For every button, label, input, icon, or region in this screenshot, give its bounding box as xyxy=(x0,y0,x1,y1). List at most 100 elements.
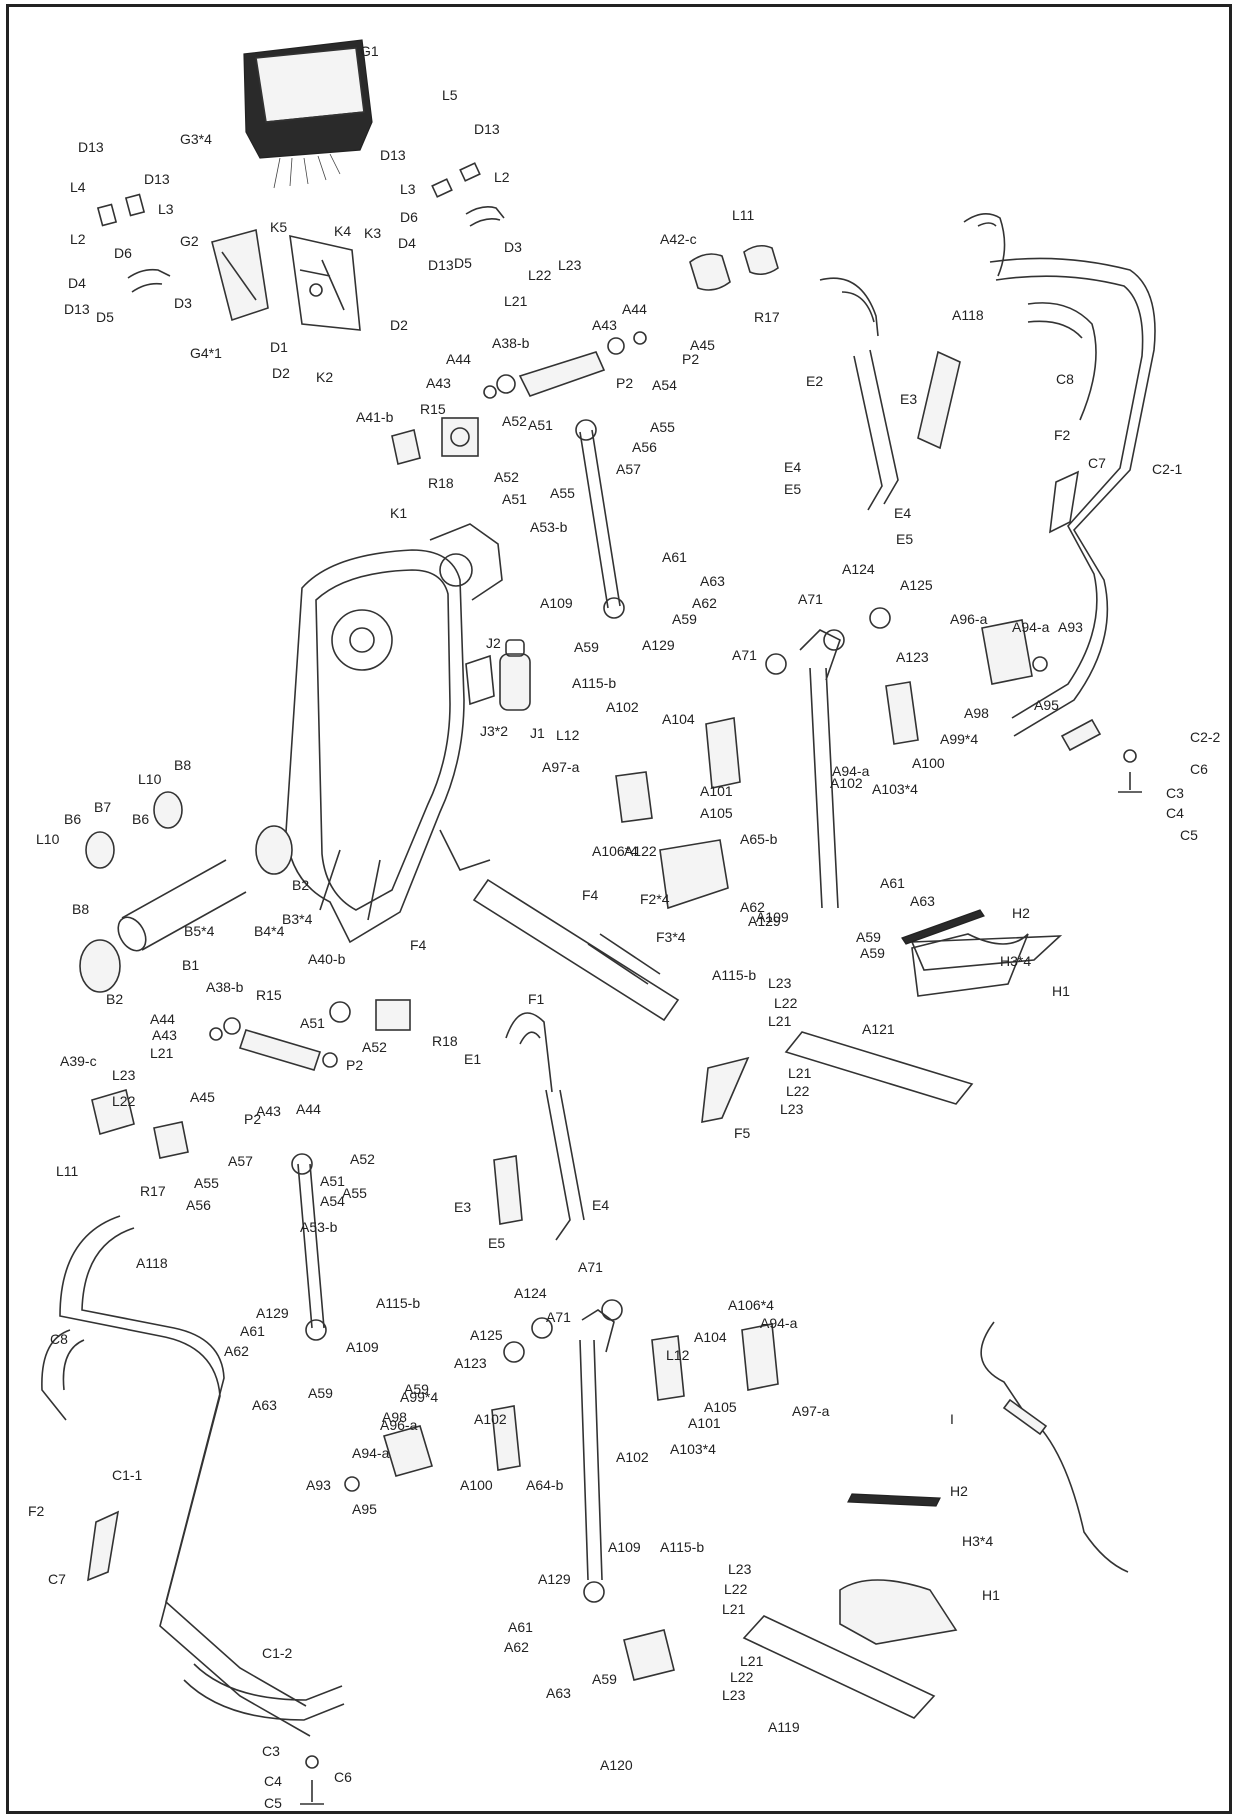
part-label: K4 xyxy=(334,223,352,239)
handle-grips xyxy=(96,162,505,293)
part-label: A40-b xyxy=(308,951,346,967)
part-label: R15 xyxy=(420,401,446,417)
part-label: E2 xyxy=(806,373,824,389)
part-label: A55 xyxy=(342,1185,367,1201)
part-label: A129 xyxy=(642,637,675,653)
part-label: A105 xyxy=(700,805,733,821)
part-label: A101 xyxy=(700,783,733,799)
handle-arm-e2 xyxy=(819,277,961,511)
part-label: A71 xyxy=(546,1309,571,1325)
part-label: A94-a xyxy=(760,1315,798,1331)
part-label: L4 xyxy=(70,179,86,195)
cover-g2 xyxy=(211,228,269,322)
part-label: C5 xyxy=(264,1795,282,1811)
main-frame-k1 xyxy=(285,523,503,944)
part-label: A109 xyxy=(608,1539,641,1555)
part-label: A44 xyxy=(446,351,471,367)
part-label: R18 xyxy=(432,1033,458,1049)
part-label: A65-b xyxy=(740,831,778,847)
part-label: A93 xyxy=(1058,619,1083,635)
part-label: D13 xyxy=(428,257,454,273)
part-label: G3*4 xyxy=(180,131,212,147)
part-label: A94-a xyxy=(832,763,870,779)
part-label: A63 xyxy=(700,573,725,589)
part-label: A97-a xyxy=(792,1403,830,1419)
part-label: G2 xyxy=(180,233,199,249)
part-label: D5 xyxy=(96,309,114,325)
base-frame-f1 xyxy=(472,839,750,1123)
part-label: L22 xyxy=(786,1083,810,1099)
part-label: B6 xyxy=(64,811,82,827)
part-label: L21 xyxy=(722,1601,746,1617)
part-label: A51 xyxy=(528,417,553,433)
part-label: A59 xyxy=(574,639,599,655)
part-label: I xyxy=(950,1411,954,1427)
part-label: A57 xyxy=(228,1153,253,1169)
part-label: L2 xyxy=(70,231,86,247)
part-label: A38-b xyxy=(492,335,530,351)
part-label: A71 xyxy=(732,647,757,663)
part-label: P2 xyxy=(616,375,634,391)
part-label: D13 xyxy=(144,171,170,187)
part-label: B7 xyxy=(94,799,112,815)
part-label: C3 xyxy=(262,1743,280,1759)
part-label: E5 xyxy=(488,1235,506,1251)
part-label: A52 xyxy=(362,1039,387,1055)
part-label: A62 xyxy=(504,1639,529,1655)
part-label: E5 xyxy=(784,481,802,497)
part-label: A52 xyxy=(502,413,527,429)
part-label: A59 xyxy=(860,945,885,961)
crank-bar-b1 xyxy=(79,791,293,993)
part-label: C1-1 xyxy=(112,1467,143,1483)
part-label: A61 xyxy=(508,1619,533,1635)
part-label: A118 xyxy=(136,1255,168,1271)
part-label: L21 xyxy=(788,1065,812,1081)
right-handlebar xyxy=(963,213,1156,793)
part-label: A115-b xyxy=(660,1539,705,1555)
part-label: A63 xyxy=(546,1685,571,1701)
part-label: C5 xyxy=(1180,827,1198,843)
part-label: A61 xyxy=(662,549,687,565)
part-label: A109 xyxy=(346,1339,379,1355)
part-label: A43 xyxy=(426,375,451,391)
part-label: A59 xyxy=(592,1671,617,1687)
part-label: H1 xyxy=(1052,983,1070,999)
part-label: A55 xyxy=(550,485,575,501)
part-label: A54 xyxy=(652,377,677,393)
part-label: A55 xyxy=(194,1175,219,1191)
part-label: L22 xyxy=(774,995,798,1011)
part-label: A53-b xyxy=(530,519,568,535)
part-label: A101 xyxy=(688,1415,721,1431)
part-label: P2 xyxy=(346,1057,364,1073)
part-label: F5 xyxy=(734,1125,751,1141)
part-label: D3 xyxy=(174,295,192,311)
part-label: A115-b xyxy=(712,967,757,983)
upper-crank-assembly xyxy=(391,244,779,465)
part-label: F2*4 xyxy=(640,891,670,907)
part-label: A44 xyxy=(622,301,647,317)
pedal-right xyxy=(784,909,1063,1105)
part-label: A123 xyxy=(454,1355,487,1371)
part-label: A104 xyxy=(694,1329,727,1345)
part-label: A52 xyxy=(494,469,519,485)
part-label: A56 xyxy=(186,1197,211,1213)
part-label: A59 xyxy=(672,611,697,627)
part-label: A105 xyxy=(704,1399,737,1415)
diagram-frame xyxy=(6,4,1232,1814)
part-label: K3 xyxy=(364,225,382,241)
part-label: L21 xyxy=(768,1013,792,1029)
part-label: G4*1 xyxy=(190,345,222,361)
part-label: A119 xyxy=(768,1719,800,1735)
part-label: B5*4 xyxy=(184,923,215,939)
part-label: J3*2 xyxy=(480,723,509,739)
part-label: A122 xyxy=(624,843,657,859)
part-label: A61 xyxy=(240,1323,265,1339)
part-label: A43 xyxy=(256,1103,281,1119)
part-label: A63 xyxy=(910,893,935,909)
part-label: C6 xyxy=(334,1769,352,1785)
part-label: L23 xyxy=(780,1101,804,1117)
part-label: D4 xyxy=(398,235,416,251)
part-label: F3*4 xyxy=(656,929,686,945)
bottle-j1 xyxy=(465,639,531,711)
part-label: A109 xyxy=(540,595,573,611)
